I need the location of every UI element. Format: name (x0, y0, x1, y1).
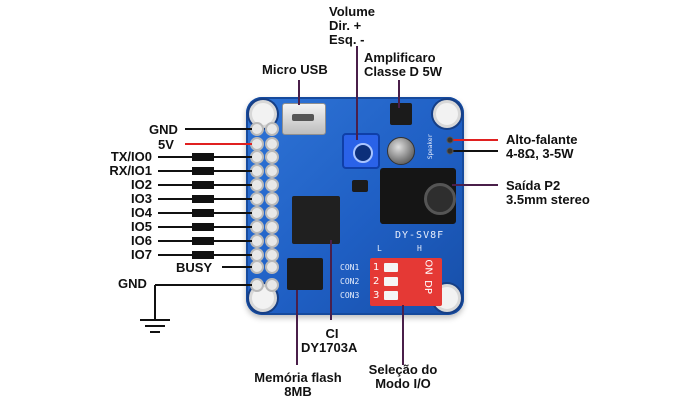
pin-switch-symbol-7 (192, 251, 214, 259)
volume-label-line1: Volume (329, 4, 375, 19)
pin-label-5: IO5 (131, 219, 152, 234)
5v-label: 5V (158, 137, 174, 152)
small-chip (352, 180, 368, 192)
amplifier-chip (390, 103, 412, 125)
dip-l-label: L (377, 244, 382, 253)
pin-switch-symbol-2 (192, 181, 214, 189)
dip-switch-1 (384, 263, 398, 272)
con1-label: CON1 (340, 263, 360, 272)
dy1703a-chip (292, 196, 340, 244)
pin-label-6: IO6 (131, 233, 152, 248)
header-pad-inner-2 (265, 150, 279, 164)
micro-usb-connector (282, 103, 326, 135)
dip-num-1: 1 (373, 262, 380, 273)
header-pad-inner-10 (265, 260, 279, 274)
dip-switch-2 (384, 277, 398, 286)
impedancia-label: 4-8Ω, 3-5W (506, 146, 574, 161)
memoria-label-line1: Memória flash (254, 370, 342, 385)
busy-label: BUSY (176, 260, 213, 275)
con2-label: CON2 (340, 277, 360, 286)
dip-h-label: H (417, 244, 422, 253)
pin-label-7: IO7 (131, 247, 152, 262)
pin-label-1: RX/IO1 (109, 163, 152, 178)
amp-label-line1: Amplificaro (364, 50, 436, 65)
selecao-label-line1: Seleção do (368, 362, 438, 377)
pin-switch-symbol-4 (192, 209, 214, 217)
header-pad-inner-7 (265, 220, 279, 234)
speaker-terminal-plus (446, 136, 454, 144)
pin-switch-symbol-1 (192, 167, 214, 175)
ci-label-line1: CI (325, 326, 339, 341)
header-pad-inner-5 (265, 192, 279, 206)
flash-memory-chip (287, 258, 323, 290)
dip-switch-3 (384, 291, 398, 300)
header-pad-inner-3 (265, 164, 279, 178)
con3-label: CON3 (340, 291, 360, 300)
memoria-label-line2: 8MB (284, 384, 312, 399)
pin-switch-symbol-5 (192, 223, 214, 231)
amp-label-line2: Classe D 5W (364, 64, 443, 79)
dip-num-2: 2 (373, 276, 380, 287)
pin-switch-symbol-3 (192, 195, 214, 203)
volume-potentiometer (342, 133, 380, 169)
dip-num-3: 3 (373, 290, 380, 301)
capacitor (387, 137, 415, 165)
alto-falante-label: Alto-falante (506, 132, 578, 147)
ci-label-line2: DY1703A (301, 340, 358, 355)
header-pad-inner-11 (265, 278, 279, 292)
volume-label-line2: Dir. + (329, 18, 362, 33)
dip-switch: ON DP 1 2 3 (370, 258, 442, 306)
saida-label-line2: 3.5mm stereo (506, 192, 590, 207)
pin-switch-symbol-0 (192, 153, 214, 161)
micro-usb-label: Micro USB (262, 62, 328, 77)
header-pad-inner-4 (265, 178, 279, 192)
header-pad-inner-0 (265, 122, 279, 136)
speaker-terminal-minus (446, 147, 454, 155)
audio-jack (380, 168, 456, 224)
volume-label-line3: Esq. - (329, 32, 365, 47)
pin-label-2: IO2 (131, 177, 152, 192)
selecao-label-line2: Modo I/O (375, 376, 431, 391)
saida-label-line1: Saída P2 (506, 178, 561, 193)
gnd-top-label: GND (149, 122, 178, 137)
pin-switch-symbol-6 (192, 237, 214, 245)
pin-label-0: TX/IO0 (110, 149, 152, 164)
header-pad-inner-8 (265, 234, 279, 248)
gnd-bottom-label: GND (118, 276, 147, 291)
mount-hole-tr (433, 100, 461, 128)
io-pin-lines (158, 153, 252, 259)
board-name: DY-SV8F (395, 230, 445, 241)
pin-label-4: IO4 (131, 205, 152, 220)
pin-label-3: IO3 (131, 191, 152, 206)
header-pad-inner-6 (265, 206, 279, 220)
